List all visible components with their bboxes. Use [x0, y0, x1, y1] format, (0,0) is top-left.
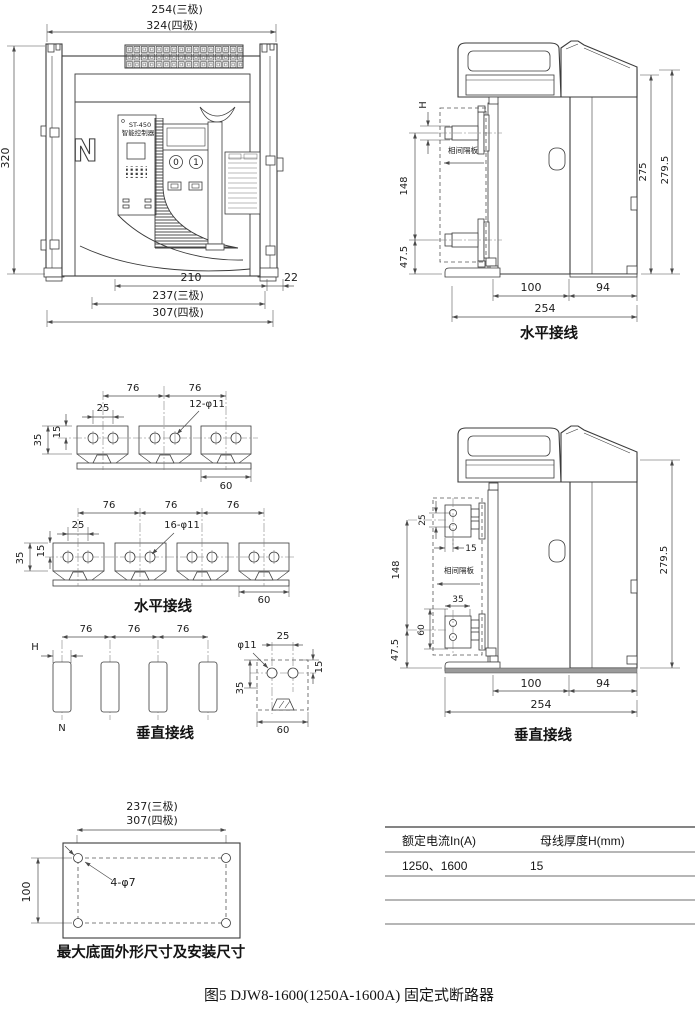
neutral-label: N [58, 723, 65, 734]
dim-pad-top: 35 [452, 595, 463, 605]
controller-display [126, 142, 146, 160]
dim-hole-spacing: 25 [277, 631, 290, 642]
dim-pad-height: 60 [417, 624, 427, 636]
base-view-caption: 最大底面外形尺寸及安装尺寸 [57, 943, 246, 961]
dim-lower-terminal: 47.5 [399, 246, 410, 268]
busbar-holes [87, 431, 242, 445]
dim-depth-front: 100 [521, 281, 542, 294]
table-header-current: 额定电流In(A) [402, 833, 476, 848]
busbar-holes [62, 550, 280, 564]
busbar-4pole-caption: 水平接线 [134, 597, 192, 615]
table-cell-current: 1250、1600 [402, 859, 468, 873]
dim-width: 35 [235, 682, 246, 695]
off-button [169, 155, 183, 169]
dim-pad-width: 60 [258, 595, 271, 606]
dim-hole-spacing: 25 [97, 403, 110, 414]
holes-note: 12-φ11 [189, 399, 225, 410]
on-button [189, 155, 203, 169]
dim-4pole: 307(四极) [126, 813, 178, 827]
base-outline-view: 237(三极) 307(四极) 100 4-φ7 最大底面外形尺寸及安装尺寸 [20, 799, 246, 961]
side-view-vertical: 相间隔板 25 15 35 60 148 47.5 279.5 [390, 425, 680, 744]
dim-inner-width: 210 [181, 271, 202, 284]
holes-note: 16-φ11 [164, 520, 200, 531]
smart-controller-panel: ST-450 智能控制器 [117, 114, 157, 216]
side-h-caption: 水平接线 [520, 324, 578, 342]
dim-body-4pole: 307(四极) [152, 305, 204, 319]
dim-pitch-2: 76 [165, 500, 178, 511]
on-button-label: 1 [193, 158, 199, 168]
dim-depth-rear: 94 [596, 281, 610, 294]
busbar-cross-section: φ11 25 15 35 60 [235, 631, 325, 736]
side-v-dimensions: 25 15 35 60 148 47.5 279.5 100 94 [390, 459, 680, 717]
controller-name-label: 智能控制器 [122, 128, 155, 137]
dim-terminal-span: 148 [391, 560, 402, 579]
figure-caption: 图5 DJW8-1600(1250A-1600A) 固定式断路器 [204, 987, 494, 1004]
front-view: N ST-450 智能控制器 0 1 [0, 2, 298, 327]
busbar-pads [76, 425, 252, 464]
busbar-vertical-dimensions: H 76 76 76 [31, 624, 209, 663]
hole-note: φ11 [237, 640, 256, 651]
dim-depth-total: 254 [531, 698, 552, 711]
dim-pitch-2: 76 [128, 624, 141, 635]
dim-terminal-span: 148 [399, 176, 410, 195]
nameplate [224, 151, 261, 215]
busbar-4pole-dimensions: 76 76 76 25 16-φ11 35 15 60 [15, 500, 290, 606]
thickness-label: H [31, 642, 39, 653]
dim-3pole: 237(三极) [126, 799, 178, 813]
dim-pitch-3: 76 [227, 500, 240, 511]
busbar-3pole-dimensions: 76 76 25 12-φ11 35 15 60 [33, 383, 252, 492]
side-view-horizontal: 相间隔板 H 148 47.5 275 279.5 100 94 [399, 40, 680, 342]
dim-depth-front: 100 [521, 677, 542, 690]
dim-pitch-1: 76 [127, 383, 140, 394]
dim-body-3pole: 237(三极) [152, 288, 204, 302]
front-view-dimensions: 254(三极) 324(四极) 320 210 22 237(三极) 307(四… [0, 2, 298, 327]
operating-handle [199, 106, 236, 251]
dim-height: 320 [0, 148, 12, 169]
dim-pad-width: 60 [220, 481, 233, 492]
dim-body-height: 275 [638, 162, 649, 181]
holes-note: 4-φ7 [110, 876, 135, 889]
side-h-dimensions: H 148 47.5 275 279.5 100 94 254 [399, 69, 680, 322]
dim-pitch-1: 76 [103, 500, 116, 511]
table-header-thickness: 母线厚度H(mm) [540, 833, 625, 848]
dim-pitch-2: 76 [189, 383, 202, 394]
dim-total-height: 279.5 [659, 546, 670, 575]
dim-pitch-1: 76 [80, 624, 93, 635]
busbar-4pole-view: 76 76 76 25 16-φ11 35 15 60 水平接线 [15, 500, 296, 615]
controller-model-label: ST-450 [129, 121, 151, 129]
dim-hole-offset: 15 [465, 544, 476, 554]
neutral-pole-label: N [72, 134, 97, 169]
side-v-caption: 垂直接线 [514, 726, 572, 744]
dim-hole-pitch-vertical: 100 [20, 882, 33, 903]
dim-pitch-3: 76 [177, 624, 190, 635]
phase-barrier-label: 相间隔板 [444, 565, 474, 575]
dim-pad-width: 60 [277, 725, 290, 736]
busbar-3pole-view: 76 76 25 12-φ11 35 15 60 [33, 383, 258, 492]
spec-table: 额定电流In(A) 母线厚度H(mm) 1250、1600 15 [385, 826, 695, 925]
dim-side-offset: 22 [284, 271, 298, 284]
table-cell-thickness: 15 [530, 859, 544, 873]
dim-width-4pole: 324(四极) [146, 18, 198, 32]
dim-lower-terminal: 47.5 [390, 639, 401, 661]
dim-depth-total: 254 [535, 302, 556, 315]
dim-total-height: 279.5 [660, 156, 671, 185]
dim-hole-offset: 15 [52, 426, 63, 439]
cross-section-dimensions: φ11 25 15 35 60 [235, 631, 325, 736]
dim-width-3pole: 254(三极) [151, 2, 203, 16]
phase-barrier-label: 相间隔板 [448, 145, 478, 155]
dim-busbar-thickness: H [418, 101, 429, 109]
off-button-label: 0 [173, 158, 179, 168]
secondary-terminal-strip [124, 44, 244, 69]
controller-vent-dots [126, 166, 147, 178]
dim-hole-offset: 15 [314, 661, 325, 674]
busbar-vertical-caption: 垂直接线 [136, 724, 194, 742]
dim-width: 35 [33, 434, 44, 447]
dim-hole-offset: 15 [36, 545, 47, 558]
dim-hole-spacing: 25 [72, 520, 85, 531]
dim-depth-rear: 94 [596, 677, 610, 690]
busbar-vertical-view: H 76 76 76 N 垂直接线 [31, 624, 218, 742]
dim-width: 35 [15, 552, 26, 565]
